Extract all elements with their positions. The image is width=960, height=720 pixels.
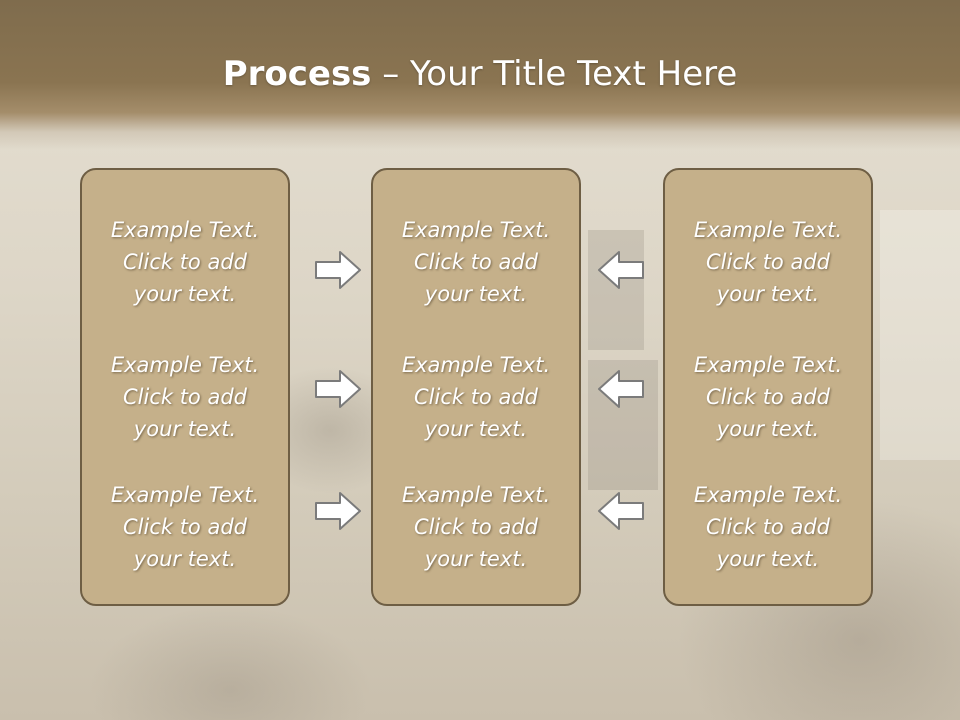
text-block[interactable]: Example Text. Click to add your text. [665, 349, 871, 445]
text-line: Example Text. [693, 353, 843, 377]
text-block[interactable]: Example Text. Click to add your text. [82, 349, 288, 445]
text-line: Example Text. [110, 483, 260, 507]
text-line: Click to add [705, 515, 830, 539]
text-block[interactable]: Example Text. Click to add your text. [373, 214, 579, 310]
text-line: Click to add [413, 250, 538, 274]
text-box-left[interactable]: Example Text. Click to add your text. Ex… [80, 168, 290, 606]
text-line: Example Text. [110, 353, 260, 377]
left-arrow-icon[interactable] [596, 490, 646, 532]
text-line: Click to add [122, 385, 247, 409]
text-line: your text. [133, 417, 237, 441]
text-block[interactable]: Example Text. Click to add your text. [373, 479, 579, 575]
text-line: your text. [424, 547, 528, 571]
header-bar [0, 0, 960, 150]
text-block[interactable]: Example Text. Click to add your text. [373, 349, 579, 445]
text-box-center[interactable]: Example Text. Click to add your text. Ex… [371, 168, 581, 606]
text-line: Click to add [413, 515, 538, 539]
text-line: your text. [424, 282, 528, 306]
left-arrow-icon[interactable] [596, 249, 646, 291]
title-bold: Process [222, 54, 372, 94]
slide-title[interactable]: Process – Your Title Text Here [0, 52, 960, 96]
text-line: Example Text. [401, 353, 551, 377]
text-line: your text. [716, 547, 820, 571]
title-rest: – Your Title Text Here [371, 54, 738, 94]
text-line: Example Text. [693, 483, 843, 507]
text-line: Click to add [413, 385, 538, 409]
text-block[interactable]: Example Text. Click to add your text. [665, 214, 871, 310]
text-line: Example Text. [110, 218, 260, 242]
text-block[interactable]: Example Text. Click to add your text. [82, 214, 288, 310]
text-line: your text. [133, 282, 237, 306]
right-arrow-icon[interactable] [313, 490, 363, 532]
left-arrow-icon[interactable] [596, 368, 646, 410]
text-line: Click to add [122, 515, 247, 539]
background-window [588, 230, 644, 350]
text-line: Click to add [705, 385, 830, 409]
text-line: your text. [424, 417, 528, 441]
text-line: Example Text. [693, 218, 843, 242]
text-line: Click to add [122, 250, 247, 274]
text-block[interactable]: Example Text. Click to add your text. [82, 479, 288, 575]
text-line: Example Text. [401, 483, 551, 507]
text-line: your text. [716, 282, 820, 306]
text-line: Click to add [705, 250, 830, 274]
text-line: Example Text. [401, 218, 551, 242]
text-line: your text. [133, 547, 237, 571]
text-line: your text. [716, 417, 820, 441]
right-arrow-icon[interactable] [313, 249, 363, 291]
background-wall-panel [880, 210, 960, 460]
text-block[interactable]: Example Text. Click to add your text. [665, 479, 871, 575]
right-arrow-icon[interactable] [313, 368, 363, 410]
text-box-right[interactable]: Example Text. Click to add your text. Ex… [663, 168, 873, 606]
